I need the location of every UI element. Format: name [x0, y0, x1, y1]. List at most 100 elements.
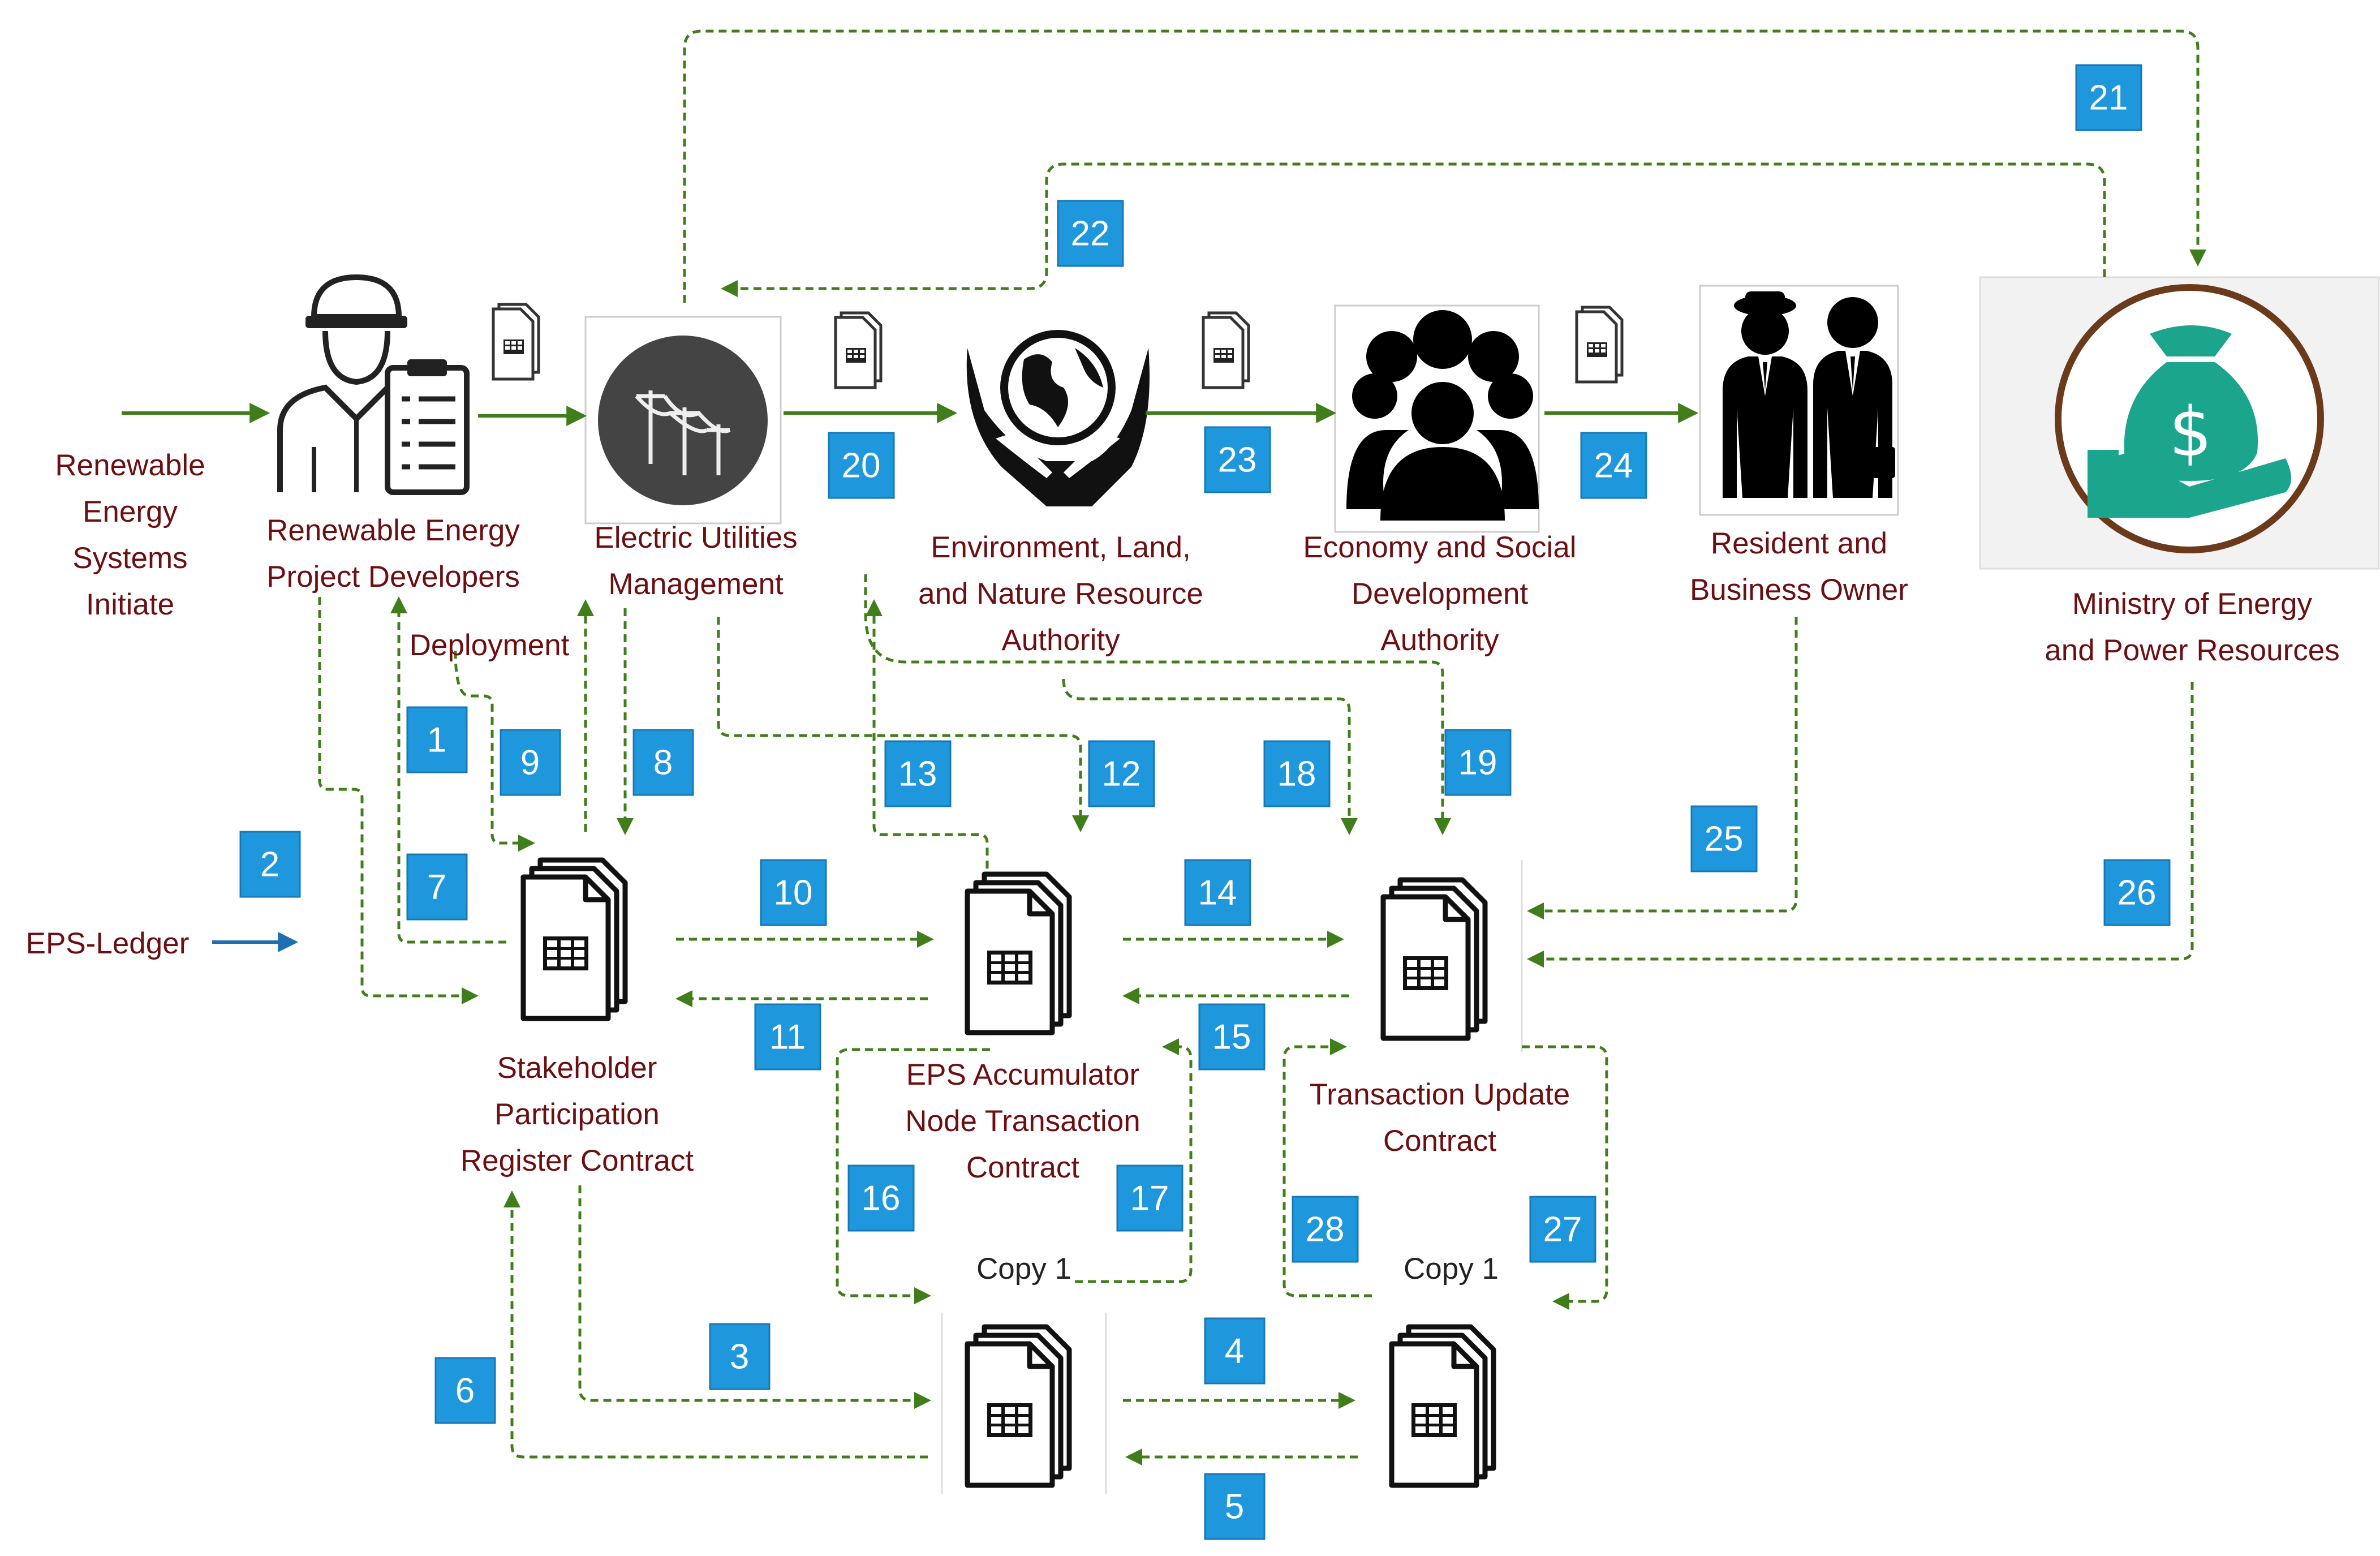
svg-text:16: 16	[862, 1179, 901, 1218]
step-badge-12: 12	[1088, 740, 1155, 807]
svg-text:10: 10	[774, 874, 813, 913]
svg-text:5: 5	[1225, 1488, 1244, 1527]
svg-text:Authority: Authority	[1380, 624, 1499, 657]
step-badge-17: 17	[1116, 1164, 1183, 1232]
step-badge-28: 28	[1292, 1196, 1359, 1263]
power-lines-icon	[584, 316, 782, 525]
step-badge-7: 7	[406, 853, 468, 921]
svg-text:Development: Development	[1352, 577, 1529, 611]
solid-flow-arrows	[122, 403, 1699, 952]
businessmen-icon	[1699, 285, 1899, 516]
utilities-label: Electric Utilities Management	[594, 521, 797, 601]
svg-text:Systems: Systems	[72, 541, 187, 575]
svg-text:21: 21	[2089, 79, 2128, 118]
doc-icon-3	[1203, 313, 1249, 388]
svg-text:17: 17	[1130, 1179, 1169, 1218]
svg-text:12: 12	[1102, 755, 1141, 794]
svg-text:Authority: Authority	[1001, 624, 1120, 657]
svg-text:20: 20	[842, 446, 881, 485]
step-badge-16: 16	[847, 1164, 915, 1232]
developer-icon	[277, 274, 470, 495]
step-badge-20: 20	[828, 432, 895, 499]
step-badge-27: 27	[1529, 1196, 1596, 1263]
svg-text:19: 19	[1458, 743, 1497, 783]
economy-label: Economy and Social Development Authority	[1303, 531, 1576, 657]
svg-text:8: 8	[653, 743, 673, 783]
svg-text:$: $	[2169, 393, 2212, 472]
step-badge-18: 18	[1263, 740, 1331, 807]
svg-text:Transaction Update: Transaction Update	[1310, 1078, 1570, 1111]
eps-ledger-label: EPS-Ledger	[26, 927, 190, 960]
svg-text:Energy: Energy	[83, 495, 178, 528]
step-badge-23: 23	[1204, 426, 1271, 493]
svg-text:Business Owner: Business Owner	[1690, 573, 1908, 607]
svg-text:2: 2	[260, 845, 279, 884]
svg-text:Initiate: Initiate	[86, 588, 174, 621]
svg-text:Stakeholder: Stakeholder	[497, 1051, 657, 1085]
step-badge-3: 3	[709, 1323, 771, 1390]
developers-label: Renewable Energy Project Developers	[266, 514, 520, 594]
people-group-icon	[1334, 304, 1540, 533]
step-badge-2: 2	[239, 831, 301, 898]
copy-a-doc-icon	[967, 1327, 1069, 1485]
copy-b-label: Copy 1	[1404, 1252, 1499, 1286]
step-badge-9: 9	[500, 729, 561, 796]
svg-text:Node Transaction: Node Transaction	[905, 1104, 1140, 1138]
svg-text:14: 14	[1198, 874, 1237, 913]
svg-text:1: 1	[427, 721, 446, 760]
svg-text:Renewable Energy: Renewable Energy	[266, 514, 520, 547]
res-initiate-label: Renewable Energy Systems Initiate	[55, 449, 205, 621]
hands-holding-globe-icon	[966, 330, 1150, 506]
step-badge-21: 21	[2075, 64, 2142, 131]
stakeholder-contract-doc-icon	[523, 860, 625, 1018]
step-badge-1: 1	[406, 706, 468, 773]
step-badge-5: 5	[1204, 1473, 1266, 1540]
svg-text:3: 3	[730, 1338, 749, 1377]
doc-icon-2	[836, 313, 881, 388]
dashed-flow-arrows	[318, 29, 2206, 1465]
svg-text:18: 18	[1277, 755, 1316, 794]
step-badge-4: 4	[1204, 1317, 1266, 1385]
svg-text:11: 11	[769, 1018, 806, 1057]
ministry-label: Ministry of Energy and Power Resources	[2045, 587, 2339, 667]
deployment-label: Deployment	[410, 629, 570, 662]
step-badge-26: 26	[2103, 859, 2171, 926]
step-badge-19: 19	[1444, 729, 1512, 796]
copy-a-label: Copy 1	[976, 1252, 1071, 1286]
update-contract-label: Transaction Update Contract	[1310, 1078, 1570, 1158]
update-contract-doc-icon	[1383, 880, 1485, 1038]
svg-text:22: 22	[1071, 214, 1110, 253]
svg-text:and Nature Resource: and Nature Resource	[918, 577, 1203, 611]
svg-text:6: 6	[455, 1372, 475, 1411]
step-badge-6: 6	[434, 1357, 496, 1424]
svg-text:EPS Accumulator: EPS Accumulator	[906, 1058, 1139, 1091]
svg-text:Contract: Contract	[966, 1151, 1080, 1184]
svg-text:9: 9	[520, 743, 540, 783]
accumulator-contract-doc-icon	[967, 874, 1069, 1033]
svg-text:Economy and Social: Economy and Social	[1303, 531, 1576, 564]
svg-text:15: 15	[1212, 1018, 1251, 1057]
svg-text:7: 7	[427, 868, 446, 907]
copy-b-doc-icon	[1392, 1327, 1494, 1485]
svg-text:27: 27	[1543, 1210, 1582, 1249]
accumulator-contract-label: EPS Accumulator Node Transaction Contrac…	[905, 1058, 1140, 1184]
svg-text:Participation: Participation	[494, 1098, 660, 1131]
svg-text:Contract: Contract	[1383, 1124, 1497, 1158]
svg-text:23: 23	[1218, 441, 1257, 480]
money-bag-in-hand-icon: $	[1979, 276, 2380, 570]
svg-text:13: 13	[898, 755, 937, 794]
step-badge-25: 25	[1690, 805, 1758, 872]
svg-text:Environment, Land,: Environment, Land,	[931, 531, 1191, 564]
step-badge-13: 13	[884, 740, 952, 807]
doc-icon-1	[493, 304, 539, 379]
doc-icon-4	[1577, 307, 1622, 382]
svg-text:Ministry of Energy: Ministry of Energy	[2072, 587, 2313, 621]
svg-text:Project Developers: Project Developers	[266, 560, 520, 594]
svg-text:Electric Utilities: Electric Utilities	[594, 521, 797, 555]
step-badge-22: 22	[1057, 200, 1124, 267]
svg-text:24: 24	[1594, 446, 1633, 485]
svg-text:Management: Management	[608, 568, 784, 601]
svg-text:Resident and: Resident and	[1711, 527, 1887, 560]
svg-text:and Power Resources: and Power Resources	[2045, 634, 2339, 667]
